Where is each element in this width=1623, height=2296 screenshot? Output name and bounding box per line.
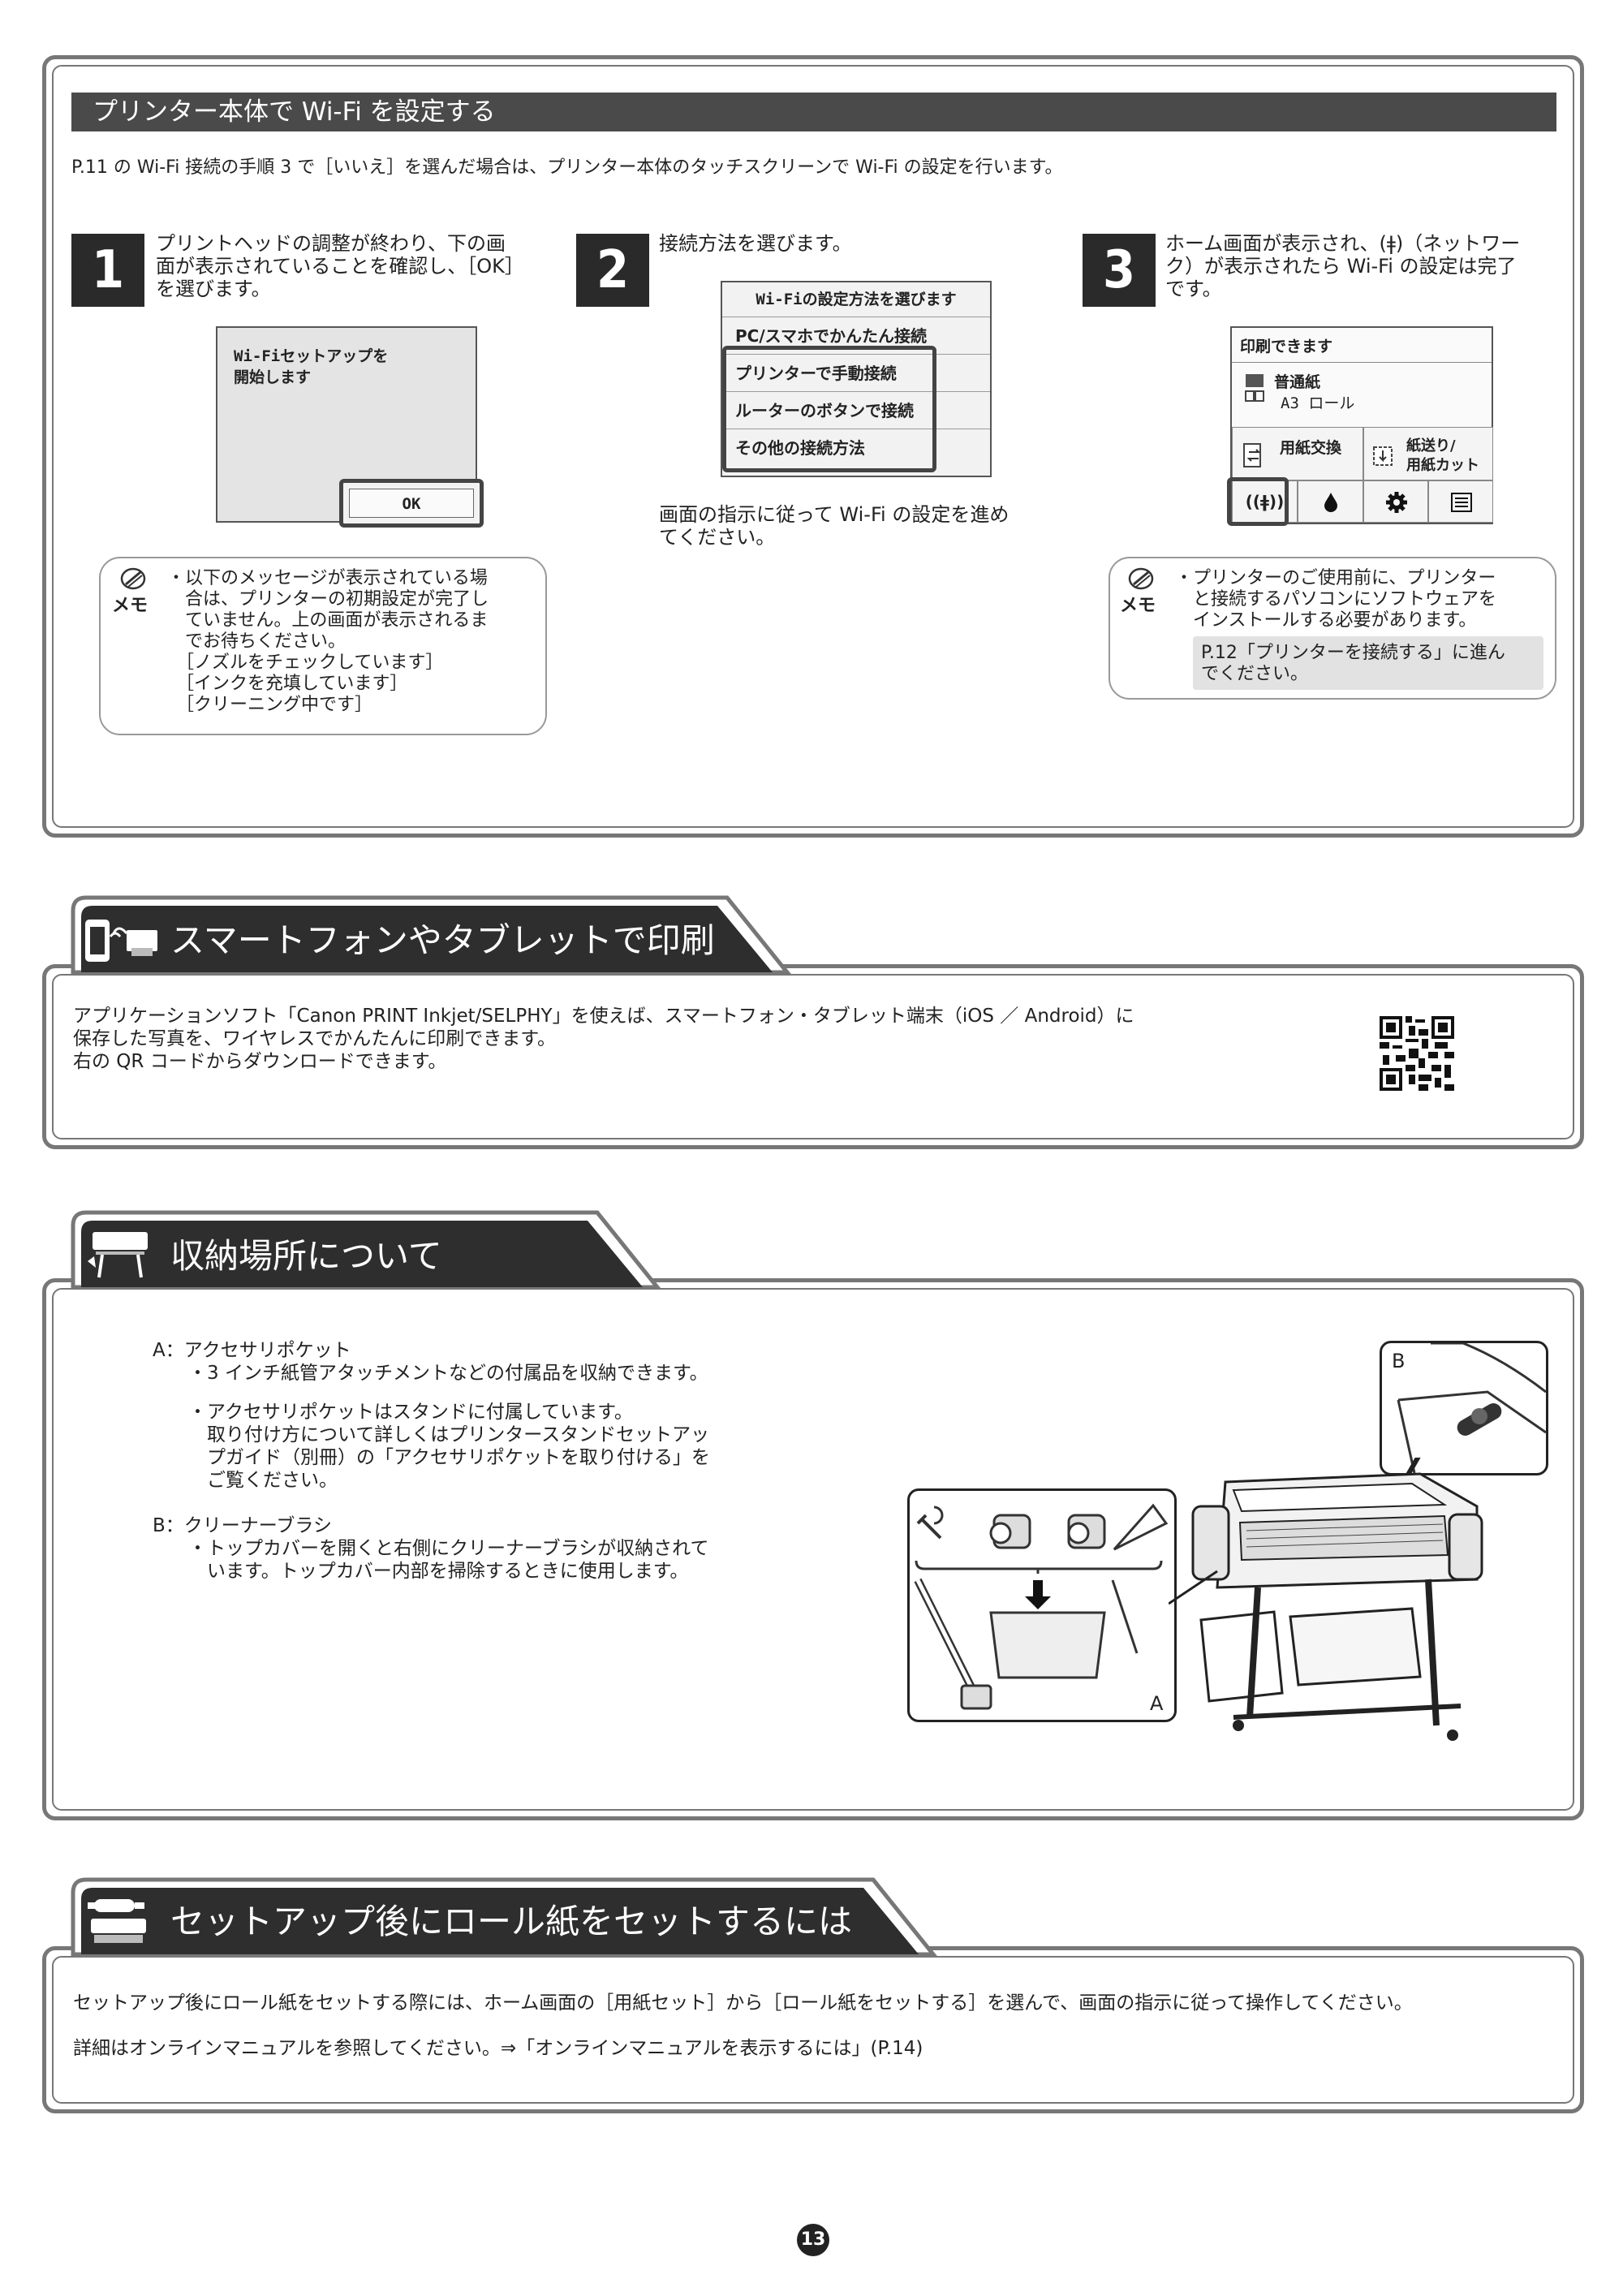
network-button-highlight — [1227, 477, 1289, 526]
memo-text-2: ・プリンターのご使用前に、プリンター と接続するパソコンにソフトウェアを インス… — [1175, 568, 1497, 631]
accessory-pocket-title: A：アクセサリポケット — [153, 1340, 351, 1361]
inset-b-box: B — [1380, 1341, 1548, 1475]
cleaner-brush-illustration — [1397, 1343, 1546, 1473]
smartphone-section-title: スマートフォンやタブレットで印刷 — [170, 920, 715, 960]
smartphone-section-text: アプリケーションソフト「Canon PRINT Inkjet/SELPHY」を使… — [73, 1006, 1134, 1072]
paper-replace-button[interactable]: 用紙交換 — [1232, 427, 1363, 480]
smartphone-section-inner-frame — [52, 974, 1574, 1139]
printer-illustration — [1169, 1458, 1483, 1741]
paper-replace-label: 用紙交換 — [1280, 439, 1342, 457]
step1-text: プリントヘッドの調整が終わり、下の画 面が表示されていることを確認し、［OK］ … — [156, 232, 524, 300]
list-icon — [1451, 493, 1472, 512]
printer-stand-icon — [88, 1232, 148, 1278]
ok-button[interactable]: OK — [349, 489, 474, 518]
roll-paper-icon — [88, 1899, 146, 1943]
label-b: B — [1392, 1350, 1406, 1372]
step3-number: 3 — [1083, 234, 1156, 307]
ink-drop-icon — [1324, 493, 1337, 512]
settings-button[interactable] — [1363, 480, 1428, 523]
roll-section-line2[interactable]: 詳細はオンラインマニュアルを参照してください。⇒「オンラインマニュアルを表示する… — [73, 2038, 923, 2059]
label-a: A — [1150, 1692, 1164, 1715]
paper-type-label: 普通紙 — [1274, 373, 1321, 391]
page-number: 13 — [797, 2224, 829, 2256]
menu-list-button[interactable] — [1428, 480, 1493, 523]
wifi-section-frame — [42, 55, 1584, 838]
cleaner-brush-bullet: ・トップカバーを開くと右側にクリーナーブラシが収納されて います。トップカバー内… — [188, 1538, 709, 1582]
storage-tab-shape — [71, 1210, 662, 1290]
pencil-icon — [120, 567, 146, 590]
smartphone-section-frame — [42, 964, 1584, 1149]
memo-label-1: メモ — [112, 596, 149, 616]
step1-screen-line2: 開始します — [234, 368, 312, 386]
inset-a-box: A — [907, 1488, 1177, 1722]
step1-number: 1 — [71, 234, 144, 307]
paper-icon — [1245, 374, 1264, 402]
menu-item-router-button[interactable]: ルーターのボタンで接続 — [722, 391, 990, 429]
accessory-pocket-bullet1: ・3 インチ紙管アタッチメントなどの付属品を収納できます。 — [188, 1363, 708, 1384]
accessory-pocket-illustration — [914, 1503, 1169, 1710]
roll-tab-shape — [71, 1877, 938, 1957]
paper-size-label: A3 ロール — [1281, 394, 1355, 412]
menu-item-other-methods[interactable]: その他の接続方法 — [722, 429, 990, 466]
qr-code[interactable] — [1380, 1016, 1454, 1091]
pencil-icon — [1128, 567, 1154, 590]
step1-screen-line1: Wi-Fiセットアップを — [234, 347, 389, 365]
step2-menu-screen: Wi-Fiの設定方法を選びます PC/スマホでかんたん接続 プリンターで手動接続… — [721, 281, 992, 477]
paper-feed-label-2: 用紙カット — [1406, 457, 1479, 474]
home-status-text: 印刷できます — [1240, 338, 1333, 355]
smartphone-tab-shape — [71, 895, 792, 975]
step2-selection-highlight — [722, 346, 936, 472]
paper-feed-cut-button[interactable]: 紙送り/ 用紙カット — [1363, 427, 1493, 480]
memo-text-1: ・以下のメッセージが表示されている場 合は、プリンターの初期設定が完了し ていま… — [167, 568, 489, 715]
step2-text: 接続方法を選びます。 — [659, 232, 852, 255]
step3-text: ホーム画面が表示され、(ǂ)（ネットワー ク）が表示されたら Wi-Fi の設定… — [1165, 232, 1521, 300]
paper-feed-label-1: 紙送り/ — [1406, 437, 1456, 454]
wifi-section-inner-frame — [52, 65, 1574, 828]
memo-2-reference[interactable]: P.12「プリンターを接続する」に進ん でください。 — [1193, 636, 1543, 690]
storage-section-title: 収納場所について — [170, 1236, 442, 1276]
wifi-intro-text: P.11 の Wi-Fi 接続の手順 3 で［いいえ］を選んだ場合は、プリンター… — [71, 157, 1063, 178]
paper-swap-icon — [1243, 443, 1261, 467]
roll-section-line1: セットアップ後にロール紙をセットする際には、ホーム画面の［用紙セット］から［ロー… — [73, 1992, 1413, 2014]
cleaner-brush-title: B：クリーナーブラシ — [153, 1515, 332, 1536]
memo-label-2: メモ — [1120, 596, 1156, 616]
smartphone-tablet-icon — [85, 920, 157, 962]
ink-button[interactable] — [1298, 480, 1363, 523]
accessory-pocket-bullet2: ・アクセサリポケットはスタンドに付属しています。 取り付け方について詳しくはプリ… — [188, 1402, 710, 1491]
storage-section-inner-frame — [52, 1288, 1574, 1811]
step2-menu-title: Wi-Fiの設定方法を選びます — [756, 291, 957, 308]
gear-icon — [1386, 492, 1407, 513]
step2-after-text: 画面の指示に従って Wi-Fi の設定を進め てください。 — [659, 503, 1010, 549]
wifi-section-title: プリンター本体で Wi-Fi を設定する — [71, 93, 1556, 131]
paper-feed-icon — [1373, 446, 1393, 466]
roll-section-inner-frame — [52, 1956, 1574, 2104]
storage-section-frame — [42, 1278, 1584, 1820]
roll-section-title: セットアップ後にロール紙をセットするには — [170, 1902, 853, 1941]
step2-number: 2 — [576, 234, 649, 307]
menu-item-manual-connect[interactable]: プリンターで手動接続 — [722, 354, 990, 391]
network-icon: ((ǂ)) — [1245, 492, 1285, 511]
memo-box-1 — [99, 557, 547, 735]
